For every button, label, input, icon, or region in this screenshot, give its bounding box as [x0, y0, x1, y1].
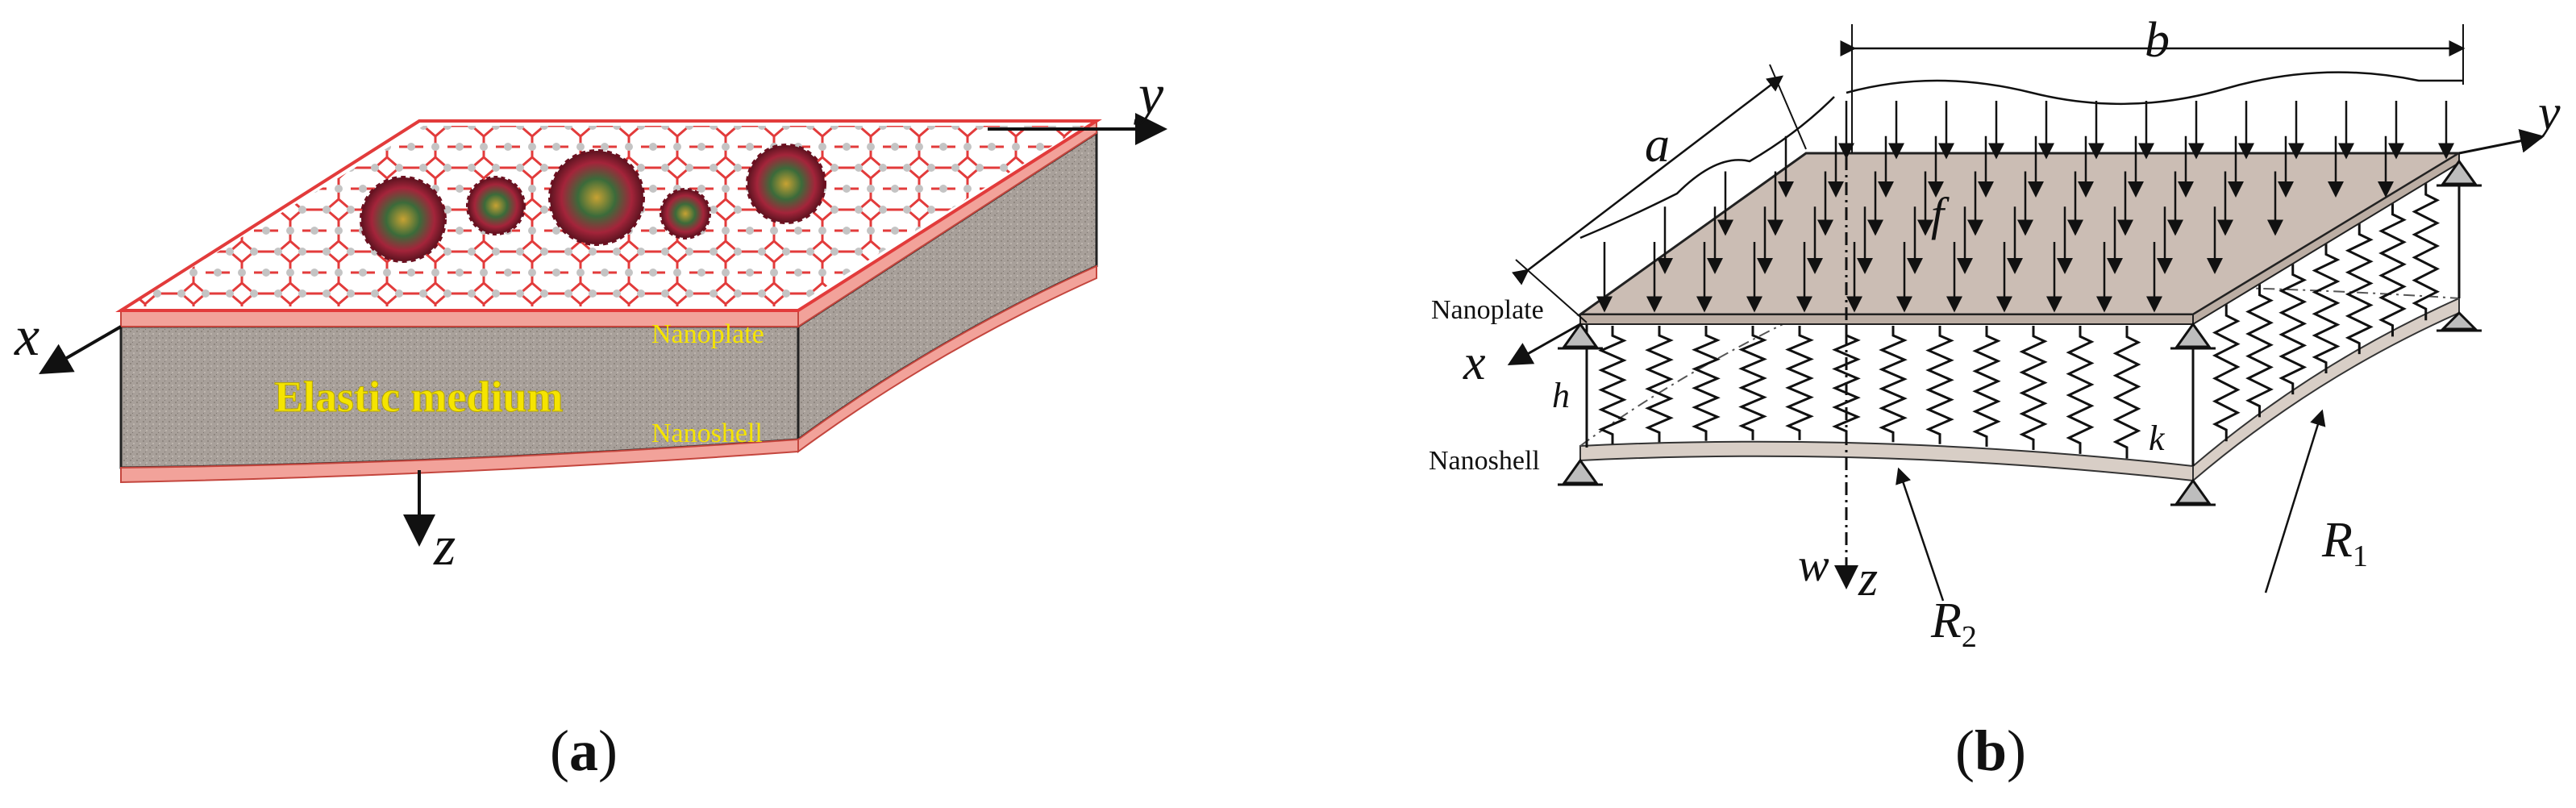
nanoshell-label: Nanoshell — [651, 419, 763, 448]
axis-y-line — [2458, 128, 2545, 155]
nanoplate-front-edge — [1579, 314, 2194, 325]
spring — [1925, 326, 1954, 444]
elastic-medium-label: Elastic medium — [274, 373, 564, 421]
deflection-label: w — [1798, 539, 1829, 591]
axis-y-label: y — [1134, 64, 1164, 126]
panel-b-caption: (b) — [1955, 718, 2026, 783]
nanoshell-band-side — [797, 264, 1097, 453]
axis-z-label: z — [433, 515, 456, 577]
spring — [1879, 326, 1908, 443]
axis-y-label: y — [2533, 85, 2561, 140]
spring — [2212, 304, 2241, 442]
virus-particles — [360, 144, 826, 263]
panel-a: y x z Elastic medium Nanoplate Nanoshell — [14, 64, 1167, 577]
spring — [1645, 326, 1674, 443]
thickness-label: h — [1552, 376, 1570, 415]
nanoshell-label: Nanoshell — [1429, 446, 1540, 476]
dim-b-label: b — [2145, 13, 2170, 68]
supports — [1558, 159, 2482, 506]
r1-pointer — [2264, 409, 2326, 594]
axis-x-line — [1507, 323, 1581, 365]
stiffness-label: k — [2149, 419, 2166, 458]
winkler-springs — [1598, 183, 2441, 459]
nanoplate-label: Nanoplate — [651, 319, 764, 349]
spring — [2278, 264, 2308, 395]
spring — [1692, 326, 1721, 441]
spring — [2412, 183, 2441, 321]
load-profile-back — [1846, 71, 2463, 106]
axis-z-label: z — [1858, 552, 1878, 606]
axis-x-label: x — [1463, 335, 1486, 390]
panel-a-caption: (a) — [550, 718, 618, 783]
spring — [1598, 326, 1627, 444]
r2-pointer — [1896, 467, 1945, 602]
dim-a-label: a — [1645, 118, 1670, 173]
spring — [2312, 244, 2341, 373]
spring — [2245, 284, 2274, 418]
spring — [2066, 326, 2095, 454]
panel-b: b a f y x z Nanoplate Nanoshell h k w R2… — [1429, 13, 2561, 654]
spring — [1738, 326, 1767, 440]
spring — [2019, 326, 2048, 451]
nanoshell-front — [1579, 440, 2194, 482]
nanoshell-side — [2192, 297, 2460, 483]
spring — [2378, 203, 2407, 337]
nanoplate-label: Nanoplate — [1431, 295, 1544, 325]
r1-label: R1 — [2321, 513, 2368, 573]
dim-a-line — [1512, 75, 1783, 285]
axis-x-label: x — [14, 306, 40, 368]
spring — [1785, 326, 1814, 440]
spring — [1972, 326, 2001, 447]
spring — [2345, 223, 2374, 355]
spring — [2112, 326, 2141, 459]
r2-label: R2 — [1930, 594, 1977, 654]
axis-x-line — [39, 325, 123, 375]
